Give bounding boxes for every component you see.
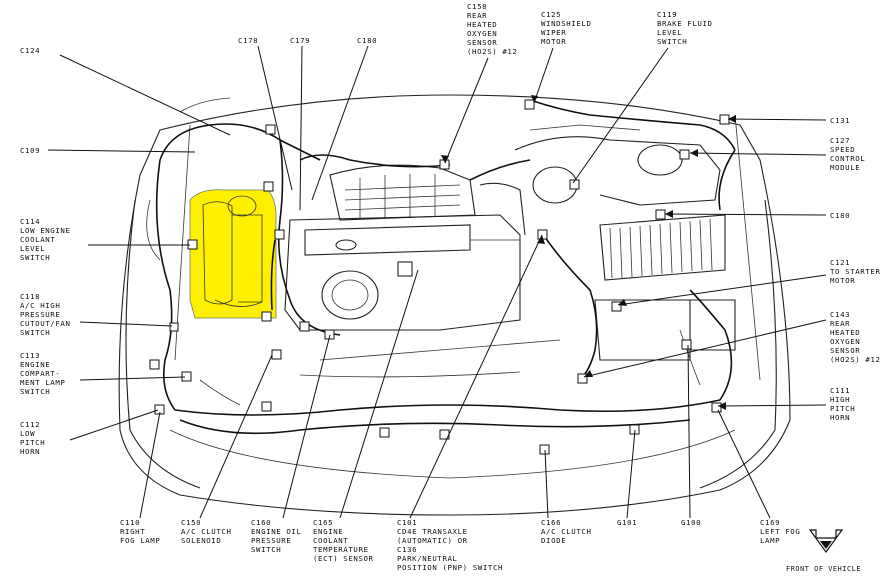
label-c179: C179 — [290, 36, 311, 45]
label-c150: C150 A/C CLUTCH SOLENOID — [181, 518, 232, 545]
label-c118: C118 A/C HIGH PRESSURE CUTOUT/FAN SWITCH — [20, 292, 71, 337]
label-c169: C169 LEFT FOG LAMP — [760, 518, 801, 545]
label-c124: C124 — [20, 46, 41, 55]
label-c110: C110 RIGHT FOG LAMP — [120, 518, 161, 545]
label-g101: G101 — [617, 518, 638, 527]
label-c180-top: C180 — [357, 36, 378, 45]
label-c180-right: C180 — [830, 211, 851, 220]
engine-block — [284, 164, 526, 331]
label-c114: C114 LOW ENGINE COOLANT LEVEL SWITCH — [20, 217, 71, 262]
label-c112: C112 LOW PITCH HORN — [20, 420, 46, 456]
label-c143: C143 REAR HEATED OXYGEN SENSOR (HO2S) #1… — [830, 310, 881, 364]
wiring-harness — [146, 99, 736, 435]
label-c111: C111 HIGH PITCH HORN — [830, 386, 856, 422]
label-c165: C165 ENGINE COOLANT TEMPERATURE (ECT) SE… — [313, 518, 374, 563]
label-c131: C131 — [830, 116, 851, 125]
label-c119: C119 BRAKE FLUID LEVEL SWITCH — [657, 10, 713, 46]
label-c178: C178 — [238, 36, 259, 45]
coolant-reservoir-highlight — [189, 189, 277, 319]
label-c121: C121 TO STARTER MOTOR — [830, 258, 881, 285]
label-c101: C101 CD4E TRANSAXLE (AUTOMATIC) OR C136 … — [397, 518, 504, 572]
label-c160: C160 ENGINE OIL PRESSURE SWITCH — [251, 518, 302, 554]
front-of-vehicle-arrow-icon — [808, 529, 844, 554]
label-c113: C113 ENGINE COMPART- MENT LAMP SWITCH — [20, 351, 66, 396]
label-c166: C166 A/C CLUTCH DIODE — [541, 518, 592, 545]
right-side-components — [514, 124, 736, 361]
label-c127: C127 SPEED CONTROL MODULE — [830, 136, 866, 172]
leader-lines — [47, 45, 827, 519]
leader-arrowheads — [441, 95, 736, 410]
label-front-of-vehicle: FRONT OF VEHICLE — [786, 565, 862, 573]
compartment-outline — [118, 94, 791, 516]
label-c125: C125 WINDSHIELD WIPER MOTOR — [541, 10, 592, 46]
label-c109: C109 — [20, 146, 41, 155]
label-g100: G100 — [681, 518, 702, 527]
label-c158: C158 REAR HEATED OXYGEN SENSOR (HO2S) #1… — [467, 2, 518, 56]
